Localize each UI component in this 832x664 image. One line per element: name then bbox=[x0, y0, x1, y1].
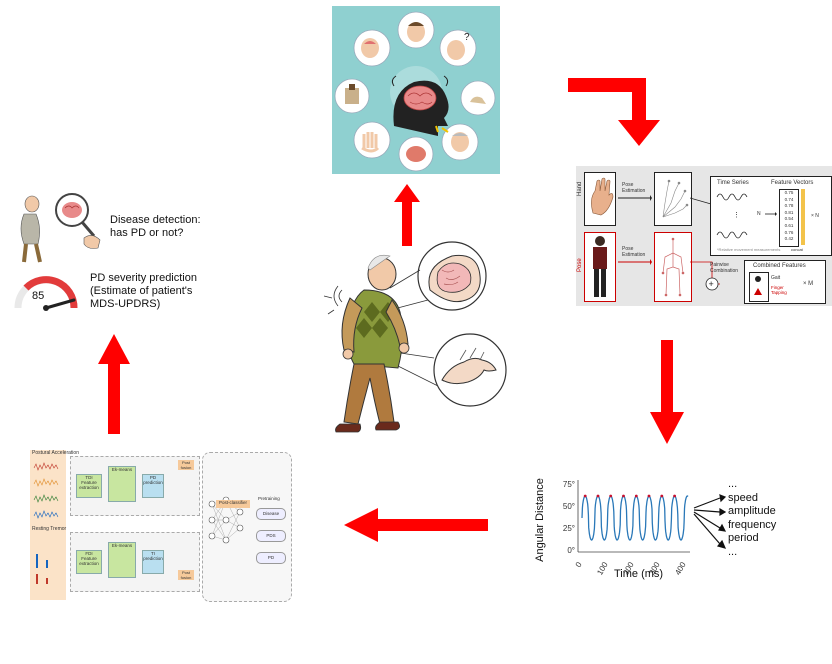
signal-xlabel: Time (ms) bbox=[614, 568, 664, 580]
signal-feature-item: ... bbox=[728, 545, 738, 558]
hand-keypoints bbox=[654, 172, 692, 226]
peak-marker bbox=[596, 494, 600, 498]
detection-label: Disease detection: has PD or not? bbox=[110, 214, 201, 239]
arrow-up-to-symptoms bbox=[394, 184, 420, 246]
gauge-value: 85 bbox=[32, 290, 45, 302]
n-label: N bbox=[757, 211, 761, 217]
tdi-block: TDI Feature extraction bbox=[76, 474, 102, 498]
post-classifier-label: Post-classifier bbox=[216, 500, 250, 508]
ek-block-top: Ek-means bbox=[108, 466, 136, 502]
combined-features-box: Combined Features Gait Finger Tapping × … bbox=[744, 260, 826, 304]
model-architecture-panel: Postural Acceleration Resting Tremor TDI… bbox=[30, 446, 292, 604]
body-photo bbox=[584, 232, 616, 302]
time-series-title: Time Series bbox=[717, 180, 749, 186]
svg-text:+: + bbox=[709, 279, 714, 289]
postural-accel-title: Postural Acceleration bbox=[32, 450, 79, 456]
ek-block-bottom: Ek-means bbox=[108, 542, 136, 578]
signal-feature-item: speed bbox=[728, 491, 758, 504]
feature-vector-value: 0.76 bbox=[784, 229, 794, 235]
feature-vector-value: 0.54 bbox=[784, 216, 794, 222]
finger-tapping-label: Finger Tapping bbox=[771, 285, 787, 295]
peak-marker bbox=[647, 494, 651, 498]
peak-marker bbox=[634, 494, 638, 498]
resting-tremor-title: Resting Tremor bbox=[32, 526, 67, 532]
pretraining-label: Pretraining bbox=[258, 496, 280, 501]
ti-prediction-block: TI prediction bbox=[142, 550, 164, 574]
peak-marker bbox=[673, 494, 676, 498]
feature-vector-value: 0.74 bbox=[784, 196, 794, 202]
svg-text:?: ? bbox=[464, 32, 470, 43]
severity-label: PD severity prediction (Estimate of pati… bbox=[90, 272, 197, 310]
peak-marker bbox=[660, 494, 664, 498]
arrow-down-to-signal bbox=[650, 340, 684, 444]
y-tick-label: 25° bbox=[563, 524, 575, 533]
y-tick-label: 75° bbox=[563, 480, 575, 489]
feature-vector-value: 0.42 bbox=[784, 236, 794, 242]
peak-marker bbox=[622, 494, 625, 498]
feature-arrows bbox=[693, 494, 726, 549]
gait-label: Gait bbox=[771, 275, 781, 281]
feature-vector-value: 0.81 bbox=[784, 209, 794, 215]
feature-vector-value: 0.61 bbox=[784, 222, 794, 228]
times-m-label: × M bbox=[803, 281, 814, 287]
hand-label: Hand bbox=[577, 181, 583, 196]
input-signals bbox=[33, 462, 59, 584]
pd-prediction-block: PD prediction bbox=[142, 474, 164, 498]
feature-vector-value: 0.78 bbox=[784, 203, 794, 209]
symptoms-infographic: ? bbox=[332, 6, 500, 174]
relative-measurements-note: *Relative movement measurements bbox=[717, 247, 781, 252]
model-output-item: PD bbox=[256, 552, 286, 564]
svg-text:⋮: ⋮ bbox=[733, 212, 740, 219]
hand-photo bbox=[584, 172, 616, 226]
detection-doctor-illustration bbox=[20, 193, 101, 263]
pose-estimation-label-top: Pose Estimation bbox=[622, 182, 646, 194]
x-tick-label: 100 bbox=[595, 560, 610, 577]
peak-marker bbox=[609, 494, 613, 498]
combined-markers bbox=[754, 276, 762, 295]
model-output-item: Disease bbox=[256, 508, 286, 520]
fdi-block: FDI Feature extraction bbox=[76, 550, 102, 574]
time-series-waves: ⋮ bbox=[716, 193, 748, 239]
signal-feature-item: amplitude bbox=[728, 505, 776, 517]
arrow-elbow-to-pose bbox=[568, 78, 660, 146]
combined-features-title: Combined Features bbox=[753, 263, 806, 269]
signal-feature-item: ... bbox=[728, 478, 738, 490]
model-output-item: PDS bbox=[256, 530, 286, 542]
feature-vector-value: 0.75 bbox=[784, 190, 794, 195]
pose-label: Pose bbox=[577, 258, 583, 272]
x-tick-label: 0 bbox=[574, 560, 584, 569]
feature-vector-stack bbox=[801, 189, 805, 245]
signal-ylabel: Angular Distance bbox=[534, 478, 546, 562]
post-fusion-top: Post fusion bbox=[178, 460, 194, 470]
pose-estimation-arrows bbox=[618, 195, 652, 265]
pairwise-node: + bbox=[705, 277, 719, 291]
arrow-up-to-outputs bbox=[98, 334, 130, 434]
times-n-label: × N bbox=[811, 213, 819, 219]
severity-gauge bbox=[14, 276, 78, 311]
y-tick-label: 0° bbox=[567, 546, 575, 555]
x-tick-label: 400 bbox=[673, 560, 688, 577]
signal-feature-item: period bbox=[728, 532, 759, 544]
body-keypoints bbox=[654, 232, 692, 302]
signal-feature-item: frequency bbox=[728, 518, 777, 531]
pose-estimation-label-bottom: Pose Estimation bbox=[622, 246, 646, 258]
arrow-left-to-model bbox=[344, 508, 488, 542]
concat-label: concat bbox=[791, 247, 803, 252]
y-tick-label: 50° bbox=[563, 502, 575, 511]
feature-vectors-title: Feature Vectors bbox=[771, 180, 814, 186]
peak-marker bbox=[583, 494, 587, 498]
pairwise-label: Pairwise Combination bbox=[710, 262, 739, 274]
pose-pipeline-panel: Hand Pose Pose Estimation Pose Estimatio… bbox=[576, 166, 832, 306]
post-fusion-bottom: Post fusion bbox=[178, 570, 194, 580]
patient-illustration bbox=[323, 241, 507, 433]
signal-trace bbox=[581, 495, 689, 541]
ts-to-fv-arrow bbox=[765, 212, 777, 216]
